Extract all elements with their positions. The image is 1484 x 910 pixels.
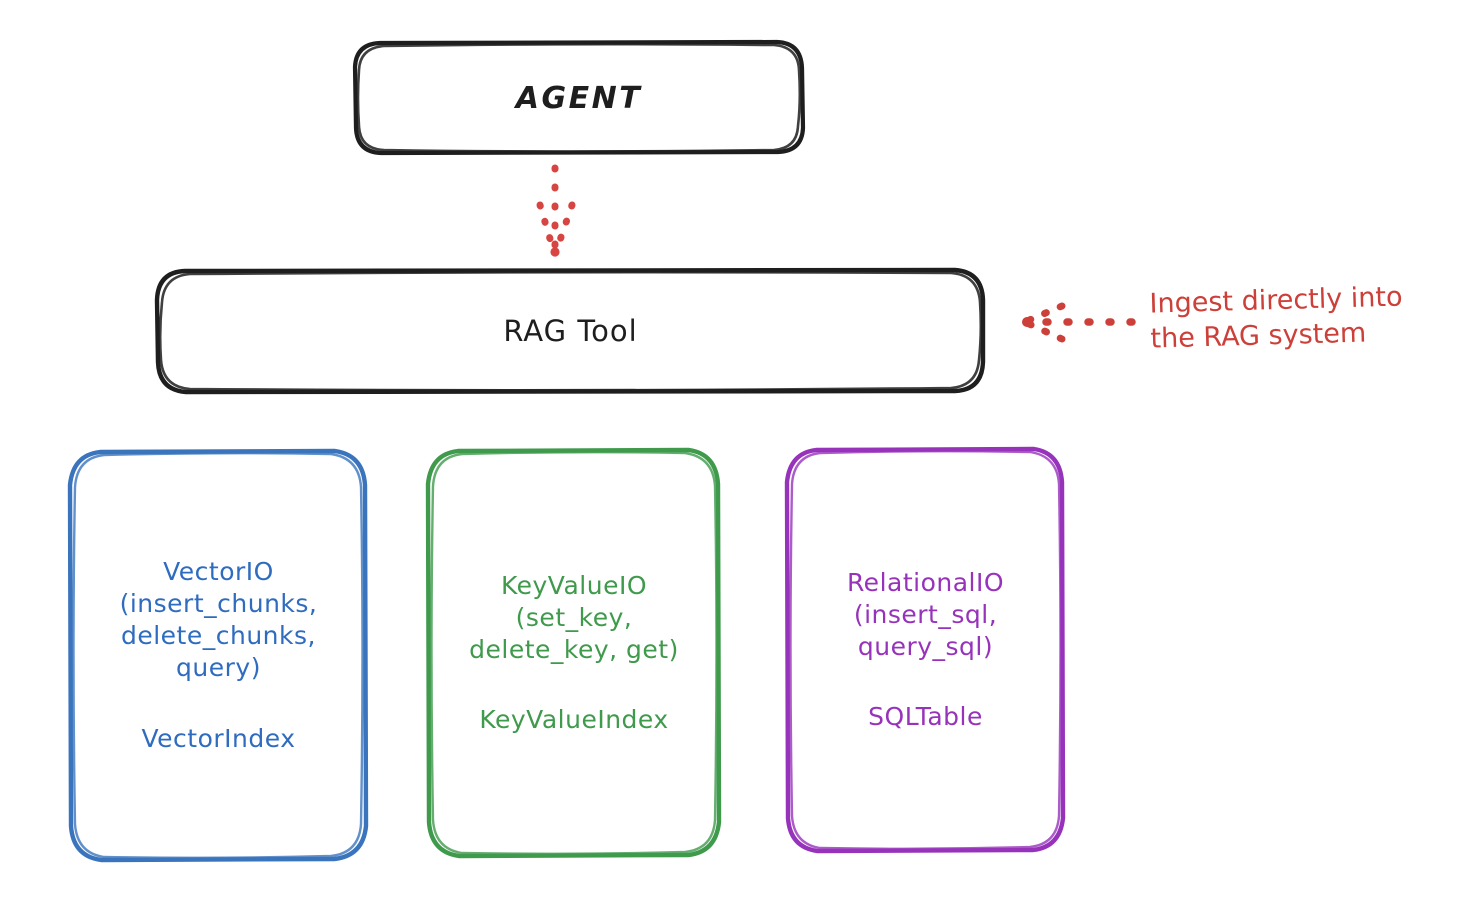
- keyvalueio-box-shape: [425, 447, 722, 859]
- keyvalueio-node-label: KeyValueIO (set_key, delete_key, get) Ke…: [429, 451, 719, 855]
- ingest-arrow: [1022, 302, 1136, 343]
- vectorio-box-shape: [67, 448, 369, 863]
- relationalio-node-label: RelationalIO (insert_sql, query_sql) SQL…: [788, 450, 1063, 850]
- relationalio-api-label: RelationalIO (insert_sql, query_sql): [846, 567, 1005, 661]
- agent-label: AGENT: [515, 80, 643, 116]
- keyvalueio-api-label: KeyValueIO (set_key, delete_key, get): [469, 570, 679, 664]
- relationalio-index-label: SQLTable: [868, 702, 983, 732]
- relationalio-box-shape: [784, 446, 1066, 854]
- ingest-annotation-label: Ingest directly into the RAG system: [1149, 281, 1403, 355]
- ragtool-box-shape: [154, 267, 986, 395]
- agent-to-ragtool-arrow: [536, 164, 576, 257]
- agent-box-shape: [352, 39, 806, 156]
- vectorio-node-label: VectorIO (insert_chunks, delete_chunks, …: [71, 452, 366, 859]
- vectorio-api-label: VectorIO (insert_chunks, delete_chunks, …: [119, 557, 318, 683]
- ragtool-label: RAG Tool: [503, 314, 638, 348]
- keyvalueio-index-label: KeyValueIndex: [479, 705, 669, 735]
- vectorio-index-label: VectorIndex: [141, 723, 296, 753]
